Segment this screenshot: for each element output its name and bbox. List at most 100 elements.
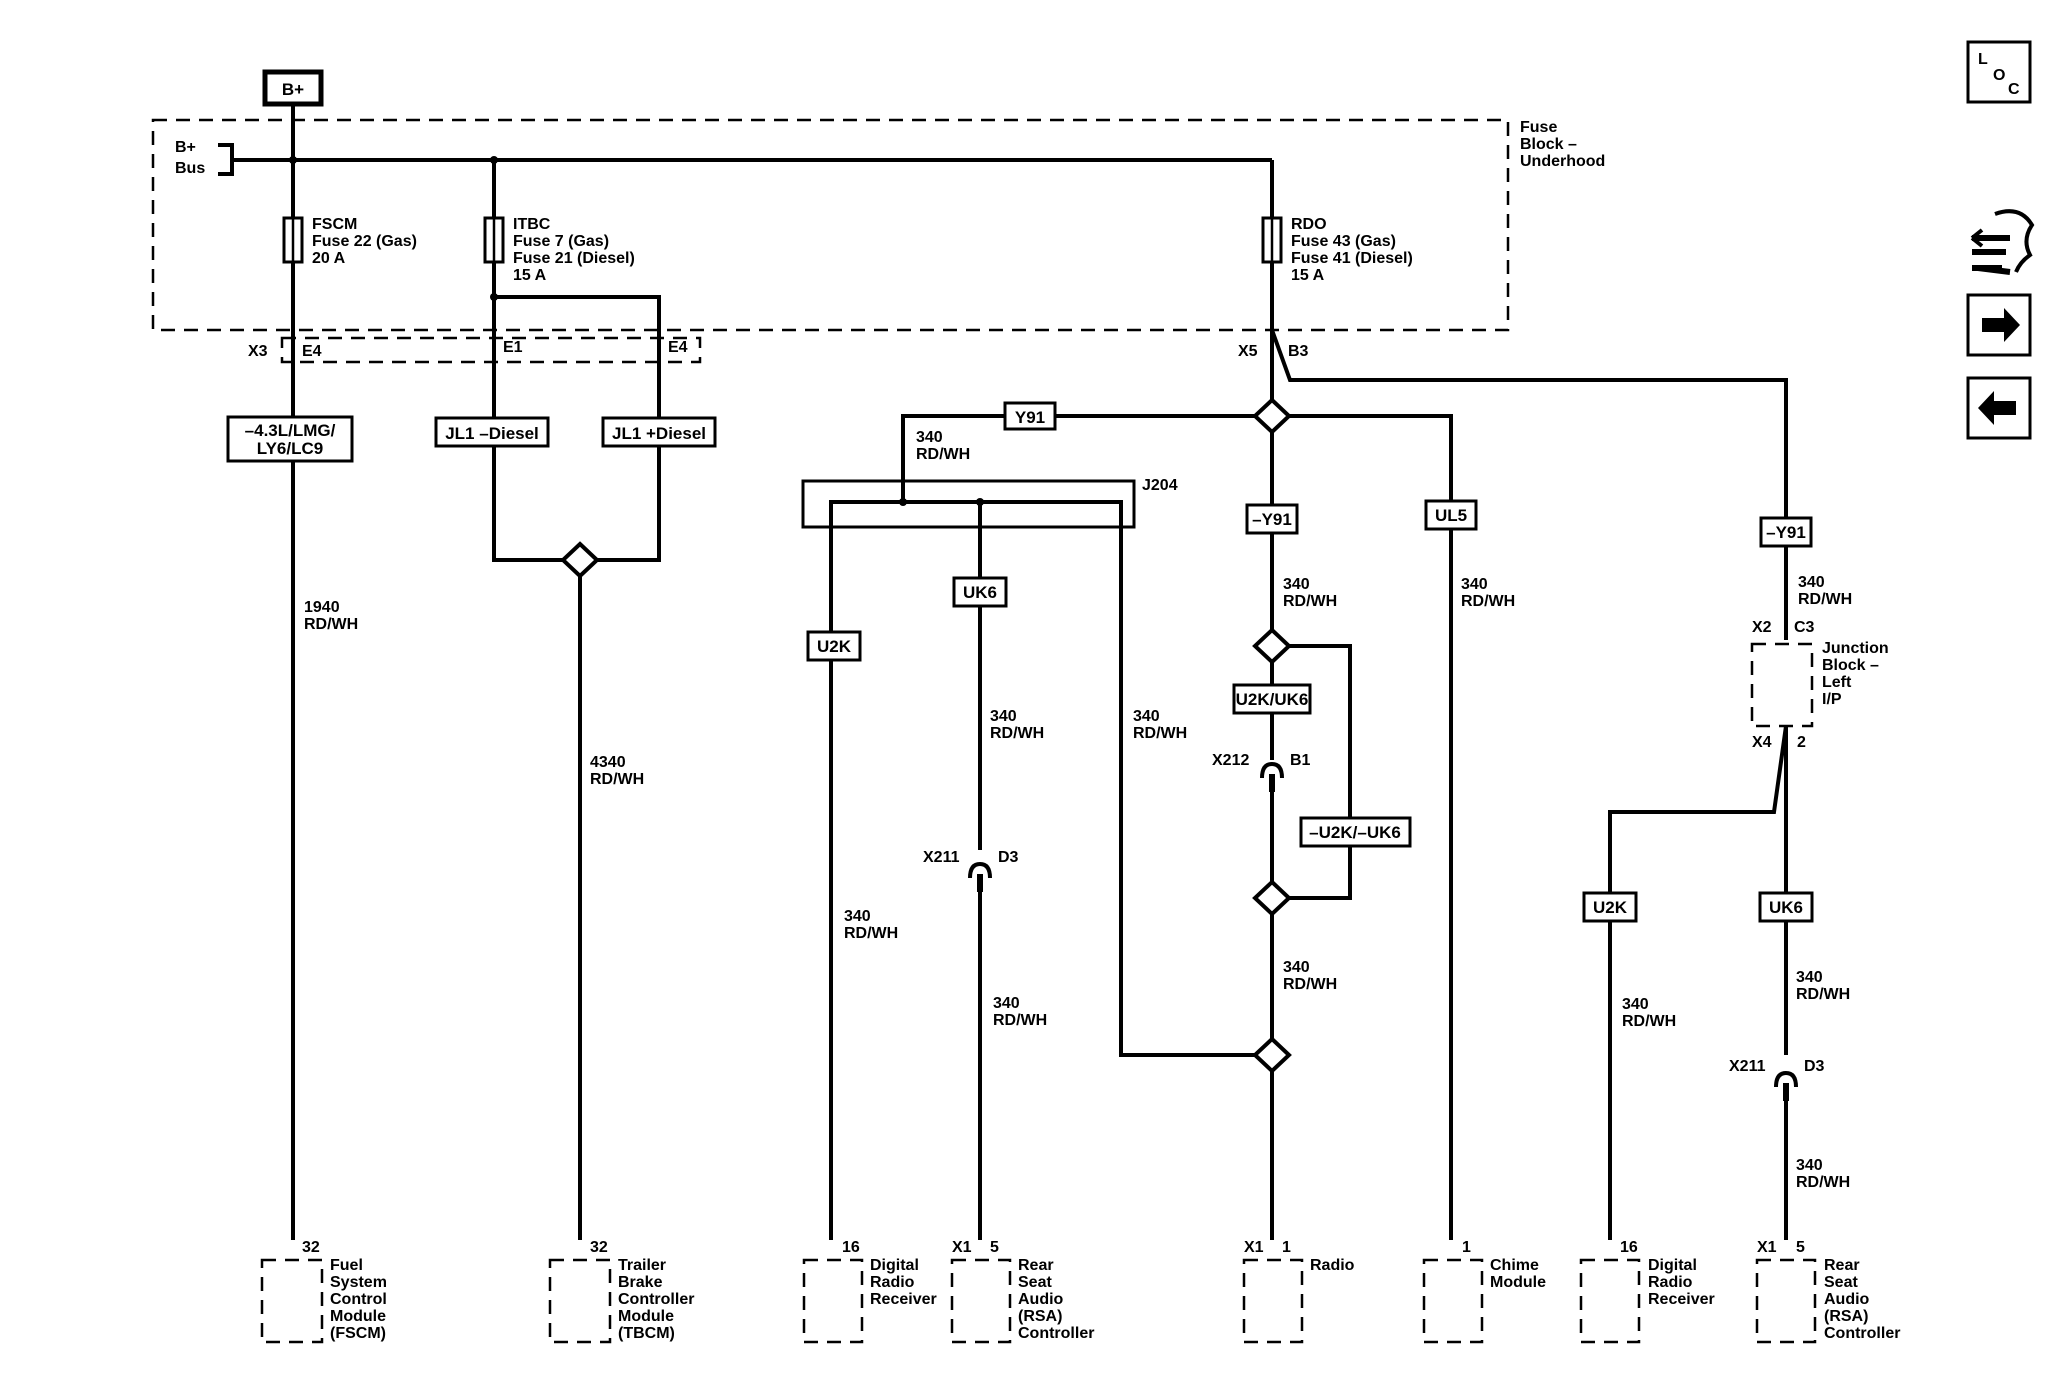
prev-button[interactable]: [1966, 376, 2032, 440]
option-uk6-a-label: UK6: [963, 583, 997, 602]
conn-e4-a: E4: [302, 343, 322, 360]
module-label: (RSA): [1018, 1308, 1062, 1325]
wire-340-num-rsa2a: 340: [1796, 969, 1823, 986]
module-rsa-controller-a: X1 5 Rear Seat Audio (RSA) Controller: [950, 1239, 1094, 1344]
fuse-fscm-line3: 20 A: [312, 250, 346, 267]
module-label: Module: [618, 1308, 674, 1325]
option-y91: [1003, 401, 1057, 431]
module-label: (TBCM): [618, 1325, 675, 1342]
module-outline: [1242, 1258, 1304, 1344]
module-outline: [548, 1258, 612, 1344]
conn-x5: X5: [1238, 343, 1258, 360]
wire-segment: [1289, 644, 1352, 900]
option-not-u2k-uk6-label: –U2K/–UK6: [1309, 823, 1401, 842]
option-jl1-plus: [601, 416, 717, 448]
module-pin: 16: [1620, 1239, 1638, 1256]
fuse-fscm-name: FSCM: [312, 216, 357, 233]
route-icon[interactable]: [1970, 209, 2035, 275]
fuse-block-label-3: Underhood: [1520, 153, 1605, 170]
wire-340-color-drr2: RD/WH: [1622, 1013, 1676, 1030]
fuse-rdo-line2: Fuse 43 (Gas): [1291, 233, 1396, 250]
fuse-block-label-2: Block –: [1520, 136, 1577, 153]
conn-2: 2: [1797, 734, 1806, 751]
splice-dot: [899, 498, 907, 506]
wire-340-color-uk6: RD/WH: [990, 725, 1044, 742]
next-button[interactable]: [1966, 293, 2032, 357]
option-jl1-plus-label: JL1 +Diesel: [612, 424, 706, 443]
module-outline: [1579, 1258, 1641, 1344]
bus-bracket: [218, 143, 234, 176]
fuse-rdo-line4: 15 A: [1291, 267, 1325, 284]
wire-340-color-rsa: RD/WH: [993, 1012, 1047, 1029]
loc-letter-c: C: [2008, 81, 2020, 98]
wire-segment: [901, 414, 1005, 502]
wire-340-num-y91: 340: [916, 429, 943, 446]
module-label: (FSCM): [330, 1325, 386, 1342]
wire-340-num-u2k: 340: [844, 908, 871, 925]
module-label: (RSA): [1824, 1308, 1868, 1325]
loc-button-frame[interactable]: [1966, 40, 2032, 104]
option-u2k-a: [806, 630, 862, 662]
loc-letter-o: O: [1993, 67, 2005, 84]
module-connector: X1: [1244, 1239, 1264, 1256]
option-ul5-label: UL5: [1435, 506, 1467, 525]
conn-x3: X3: [248, 343, 268, 360]
module-label: Receiver: [870, 1291, 937, 1308]
prev-button-frame[interactable]: [1966, 376, 2032, 440]
wire-340-color-chime: RD/WH: [1461, 593, 1515, 610]
module-label: Fuel: [330, 1257, 363, 1274]
module-pin: 5: [1796, 1239, 1805, 1256]
splice-pack-j204: [801, 479, 1136, 529]
route-curve: [1994, 209, 2035, 273]
module-label: Audio: [1824, 1291, 1870, 1308]
module-label: Control: [330, 1291, 387, 1308]
loc-button[interactable]: L O C: [1966, 40, 2032, 104]
module-label: Digital: [1648, 1257, 1697, 1274]
option-uk6-a: [952, 576, 1008, 608]
wire-340-num-chime: 340: [1461, 576, 1488, 593]
module-digital-radio-receiver-b: 16 Digital Radio Receiver: [1579, 1239, 1715, 1344]
module-label: Radio: [1310, 1257, 1355, 1274]
conn-b1: B1: [1290, 752, 1311, 769]
arrow-left-icon: [1978, 391, 2016, 425]
module-chime: 1 Chime Module: [1422, 1239, 1546, 1344]
conn-d3-a: D3: [998, 849, 1019, 866]
fuse-rdo-line3: Fuse 41 (Diesel): [1291, 250, 1413, 267]
module-label: Controller: [1824, 1325, 1900, 1342]
option-ul5: [1424, 499, 1478, 531]
conn-x4: X4: [1752, 734, 1772, 751]
option-not-y91-b-label: –Y91: [1766, 523, 1806, 542]
wire-segment: [829, 500, 1255, 1240]
wire-340-num-uk6: 340: [990, 708, 1017, 725]
wire-4340-num: 4340: [590, 754, 626, 771]
option-u2k-b-label: U2K: [1593, 898, 1628, 917]
wire-1940-color: RD/WH: [304, 616, 358, 633]
wire-340-color-radio2: RD/WH: [1283, 976, 1337, 993]
wire-340-num-j204: 340: [1133, 708, 1160, 725]
arrow-right-icon: [1982, 308, 2020, 342]
connector-x3: [280, 336, 702, 364]
option-diamond: [1252, 1036, 1292, 1074]
bplus-label: B+: [282, 80, 304, 99]
wire-340-color-rsa2b: RD/WH: [1796, 1174, 1850, 1191]
option-diamond: [1252, 879, 1292, 917]
route-arrow-head: [1970, 228, 1984, 248]
module-rsa-controller-b: X1 5 Rear Seat Audio (RSA) Controller: [1755, 1239, 1900, 1344]
option-engine-1: –4.3L/LMG/: [245, 421, 336, 440]
junction-block-left-ip: [1750, 642, 1814, 728]
module-pin: 5: [990, 1239, 999, 1256]
module-fscm: 32 Fuel System Control Module (FSCM): [260, 1239, 387, 1344]
module-label: Digital: [870, 1257, 919, 1274]
fuse-itbc-line3: Fuse 21 (Diesel): [513, 250, 635, 267]
module-label: Controller: [1018, 1325, 1094, 1342]
module-pin: 1: [1282, 1239, 1291, 1256]
option-not-u2k-uk6: [1299, 816, 1412, 848]
wire-segment: [1270, 329, 1788, 520]
wire-340-num-radio2: 340: [1283, 959, 1310, 976]
module-digital-radio-receiver-a: 16 Digital Radio Receiver: [802, 1239, 937, 1344]
conn-e1: E1: [503, 339, 523, 356]
conn-x211-a: X211: [923, 849, 960, 866]
option-uk6-b: [1758, 891, 1814, 923]
module-outline: [260, 1258, 324, 1344]
wire-340-color-j204: RD/WH: [1133, 725, 1187, 742]
